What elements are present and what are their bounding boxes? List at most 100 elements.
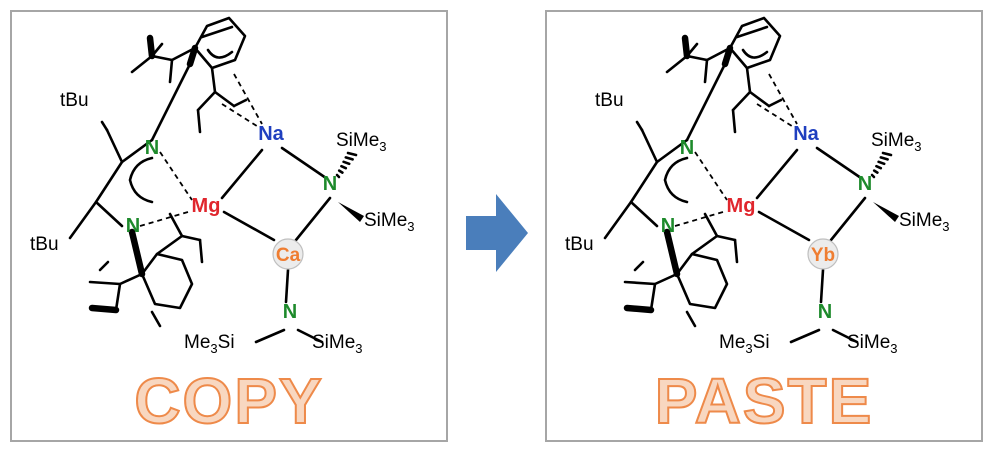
silyl-solid-wedge — [338, 202, 364, 222]
hashed-wedge-segment — [879, 156, 889, 161]
hashed-wedge-segment — [877, 160, 886, 166]
metal-n-amide-bond — [284, 268, 290, 304]
sime3-lower-label: SiMe3 — [312, 332, 363, 356]
n-upper-label: N — [680, 137, 694, 159]
me3si-label: Me3Si — [719, 332, 770, 356]
n-mg-dative-lower — [139, 211, 189, 227]
backbone-delocalization-arc — [128, 156, 154, 204]
me3si-label: Me3Si — [184, 332, 235, 356]
lower-left-isopropyl-branch — [98, 260, 110, 272]
lower-ring-double-bond — [150, 310, 162, 328]
n-lower-label: N — [661, 215, 675, 237]
n-mg-dative-upper — [159, 151, 193, 201]
n-upper-label: N — [145, 137, 159, 159]
sime3-right-label: SiMe3 — [364, 210, 415, 234]
lower-ring-wedge — [128, 228, 146, 278]
sime3-lower-label: SiMe3 — [847, 332, 898, 356]
upper-ring-double-bond — [735, 25, 769, 39]
n-si-left-bond — [254, 328, 286, 344]
upper-left-isopropyl-methyl — [703, 58, 709, 84]
lower-left-isopropyl-methyl — [114, 282, 122, 312]
n-metal-bond — [829, 196, 867, 242]
upper-left-isopropyl-branch — [130, 42, 164, 74]
sime3-upper-label: SiMe3 — [871, 130, 922, 154]
n-silylamide-upper-label: N — [323, 173, 337, 195]
na-arene-interaction-2 — [233, 73, 263, 125]
sodium-label: Na — [258, 123, 284, 145]
tbu-lower-bond — [68, 200, 98, 240]
hashed-wedge-segment — [875, 164, 883, 170]
lower-right-isopropyl-end — [733, 238, 739, 264]
hashed-wedge-segment — [346, 151, 358, 157]
copy-caption: COPY — [133, 364, 324, 438]
sodium-label: Na — [793, 123, 819, 145]
upper-ring-aromatic-arc — [206, 48, 234, 59]
hashed-wedge-segment — [342, 160, 351, 166]
na-arene-interaction-1 — [221, 103, 261, 129]
upper-right-isopropyl-end2 — [196, 108, 202, 134]
upper-aryl-ring — [193, 16, 247, 70]
lower-ring-wedge — [663, 228, 681, 278]
na-arene-interaction-1 — [756, 103, 796, 129]
mg-na-bond — [755, 148, 799, 200]
na-n-bond — [815, 146, 863, 180]
magnesium-label: Mg — [727, 195, 756, 217]
n-si-left-bond — [789, 328, 821, 344]
mg-metal-bond — [222, 210, 276, 242]
mg-metal-bond — [757, 210, 811, 242]
backbone-upper-cn — [655, 138, 689, 164]
lower-right-isopropyl-methyl — [715, 234, 737, 242]
backbone-upper-cn — [120, 138, 154, 164]
tbu-upper-bond — [635, 120, 644, 132]
silyl-solid-wedge — [873, 202, 899, 222]
tbu-lower-label: tBu — [30, 234, 59, 255]
lower-right-isopropyl-methyl — [180, 234, 202, 242]
hashed-wedge-segment — [872, 169, 879, 174]
upper-right-isopropyl-methyl — [748, 90, 771, 108]
na-arene-interaction-2 — [768, 73, 798, 125]
tbu-upper-bond — [100, 120, 109, 132]
tbu-upper-label: tBu — [60, 90, 89, 111]
backbone-chain — [629, 128, 659, 228]
sime3-right-label: SiMe3 — [899, 210, 950, 234]
na-n-bond — [280, 146, 328, 180]
backbone-chain — [94, 128, 124, 228]
hashed-wedge-segment — [340, 164, 348, 170]
upper-left-isopropyl-branch — [665, 42, 699, 74]
sime3-upper-label: SiMe3 — [336, 130, 387, 154]
n-si-right-bond — [296, 328, 324, 344]
upper-left-isopropyl-wedge — [146, 34, 156, 60]
upper-ring-double-bond — [200, 25, 234, 39]
paste-caption: PASTE — [654, 364, 874, 438]
lower-left-isopropyl-branch — [633, 260, 645, 272]
upper-ring-wedge — [186, 44, 199, 68]
upper-right-isopropyl — [196, 66, 217, 112]
backbone-delocalization-arc — [663, 156, 689, 204]
mg-na-bond — [220, 148, 264, 200]
n-lower-label: N — [126, 215, 140, 237]
upper-right-isopropyl-end — [232, 98, 248, 108]
n-silylamide-lower-label: N — [818, 301, 832, 323]
n-metal-bond — [294, 196, 332, 242]
hashed-wedge-segment — [335, 173, 341, 179]
upper-aryl-ring — [728, 16, 782, 70]
upper-ring-aromatic-arc — [741, 48, 769, 59]
tbu-lower-label: tBu — [565, 234, 594, 255]
upper-left-isopropyl-methyl — [168, 58, 174, 84]
metal-highlight-circle — [272, 238, 304, 270]
upper-right-isopropyl-end2 — [731, 108, 737, 134]
upper-ring-wedge — [721, 44, 734, 68]
lower-left-isopropyl-wedge — [623, 304, 655, 314]
upper-right-isopropyl-end — [767, 98, 783, 108]
hashed-wedge-segment — [337, 169, 344, 174]
hashed-wedge-segment — [870, 173, 876, 179]
n-aryl-bond-upper — [150, 62, 192, 142]
metal-n-amide-bond — [819, 268, 825, 304]
n-mg-dative-upper — [694, 151, 728, 201]
lower-aryl-ring — [140, 252, 194, 310]
lower-left-isopropyl — [88, 272, 144, 286]
